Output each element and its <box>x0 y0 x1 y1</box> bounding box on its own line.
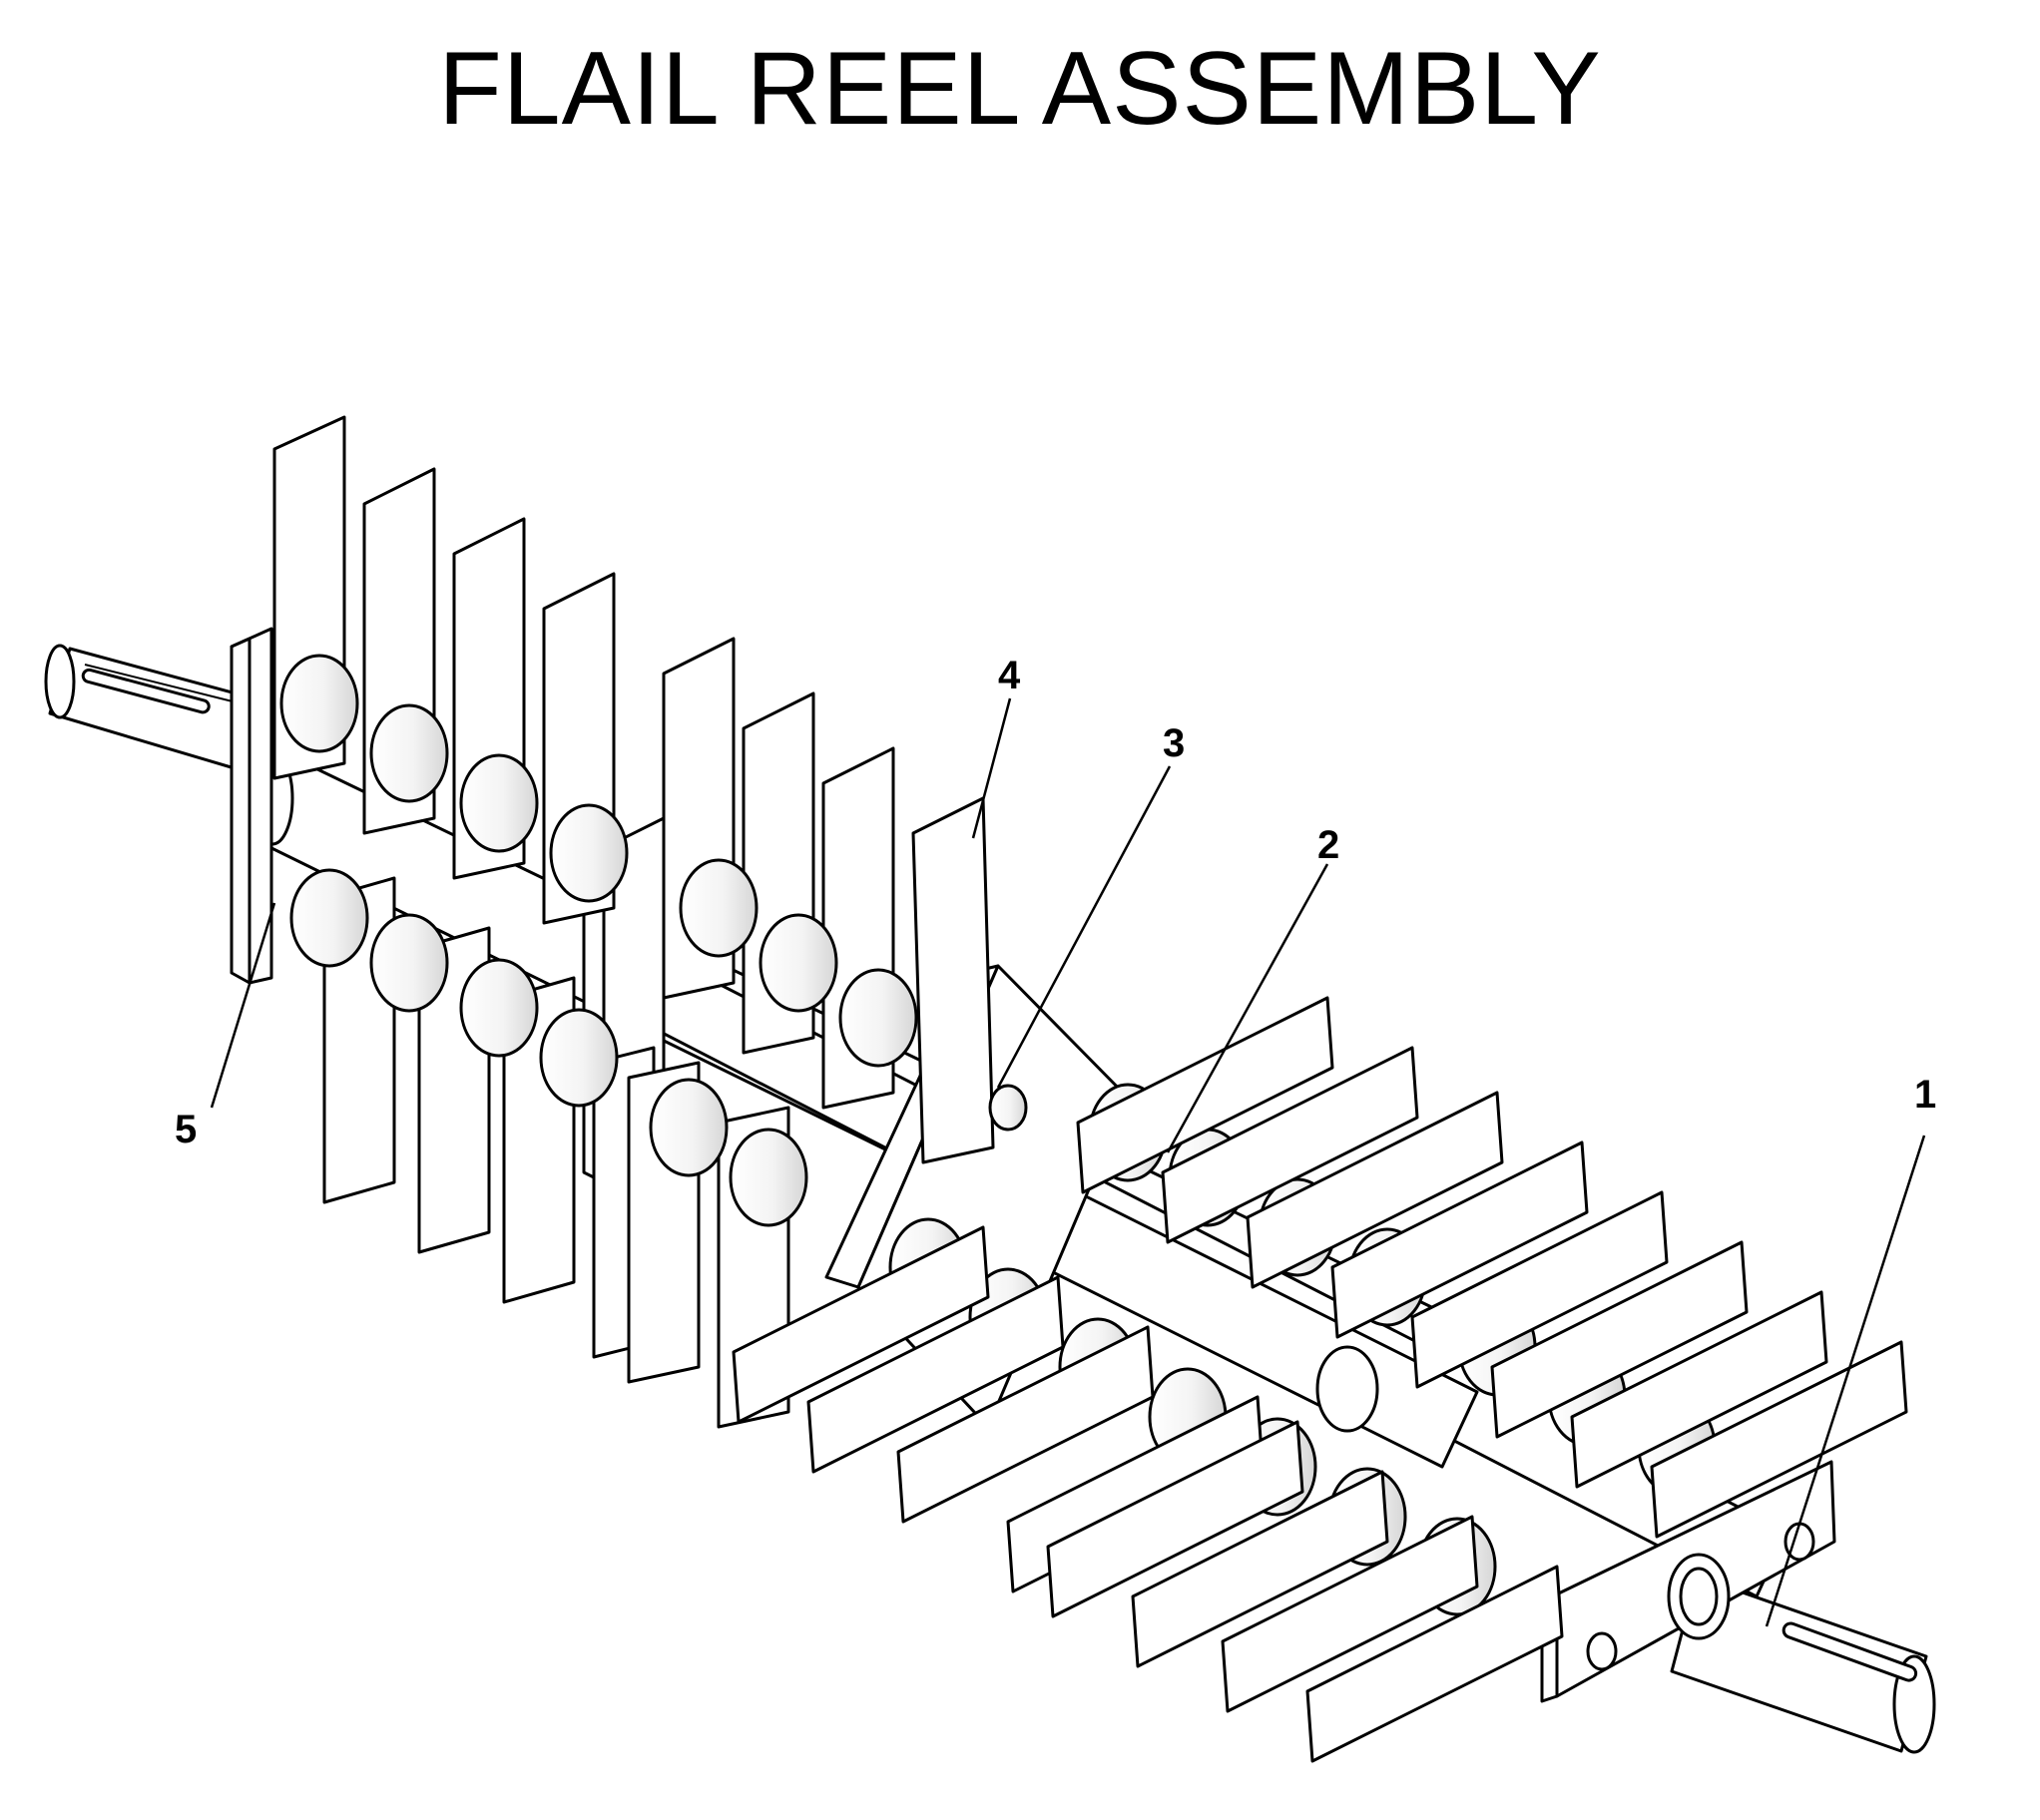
flails-lower-middle <box>732 1225 1564 1763</box>
callout-2: 2 <box>1317 823 1339 867</box>
reel-shaft <box>44 644 1936 1754</box>
left-end-plate <box>230 627 273 985</box>
leader-lines <box>210 697 1926 1627</box>
callout-3: 3 <box>1163 721 1185 765</box>
flails-right-upper <box>1076 996 1908 1539</box>
callout-4: 4 <box>998 654 1021 697</box>
callout-5: 5 <box>175 1108 197 1151</box>
diagram-title: FLAIL REEL ASSEMBLY <box>438 31 1602 147</box>
callout-1: 1 <box>1914 1073 1936 1117</box>
